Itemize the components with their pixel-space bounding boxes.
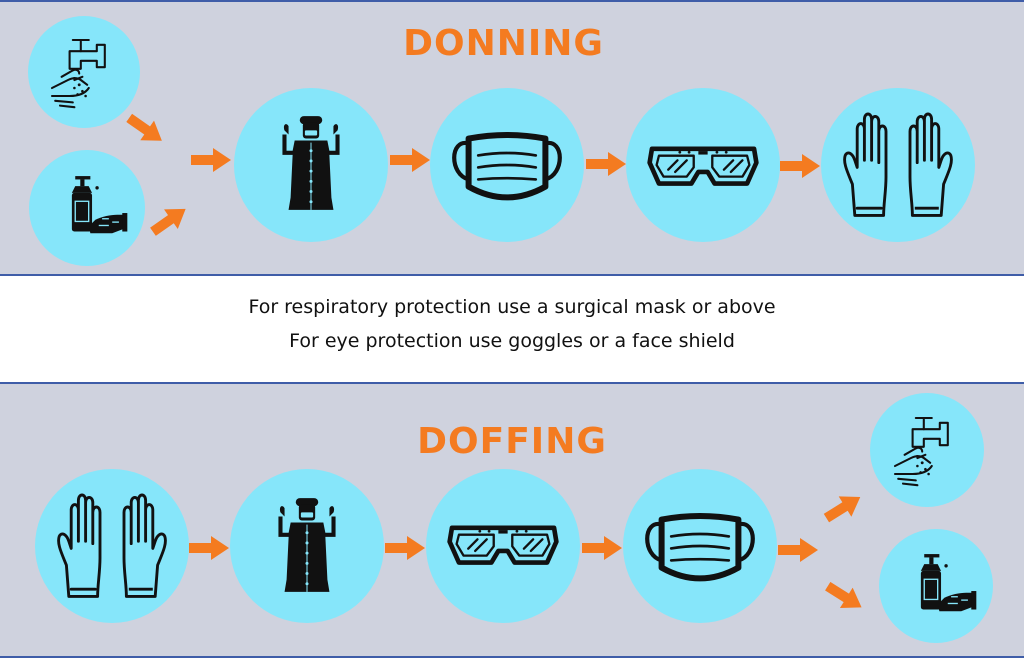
arrow-icon: [390, 148, 430, 172]
doffing-step-surgical-mask: [623, 469, 777, 623]
donning-step-gown: [234, 88, 388, 242]
eye-protection-note: For eye protection use goggles or a face…: [289, 330, 735, 352]
arrow-icon: [586, 152, 626, 176]
respiratory-note: For respiratory protection use a surgica…: [248, 296, 776, 318]
arrow-icon: [122, 108, 169, 151]
arrow-icon: [189, 536, 229, 560]
donning-step-surgical-mask: [430, 88, 584, 242]
donning-step-goggles: [626, 88, 780, 242]
arrow-icon: [820, 486, 867, 529]
doffing-step-goggles: [426, 469, 580, 623]
donning-step-hand-sanitizer: [29, 150, 145, 266]
arrow-icon: [778, 538, 818, 562]
arrow-icon: [191, 148, 231, 172]
donning-step-hand-washing: [28, 16, 140, 128]
arrow-icon: [385, 536, 425, 560]
arrow-icon: [582, 536, 622, 560]
donning-title: DONNING: [403, 23, 604, 64]
arrow-icon: [821, 576, 868, 618]
arrow-icon: [146, 199, 193, 242]
arrow-icon: [780, 154, 820, 178]
doffing-step-hand-washing: [870, 393, 984, 507]
donning-step-gloves: [821, 88, 975, 242]
note-panel: For respiratory protection use a surgica…: [0, 276, 1024, 382]
doffing-title: DOFFING: [417, 421, 607, 462]
doffing-step-hand-sanitizer: [879, 529, 993, 643]
doffing-step-gloves: [35, 469, 189, 623]
doffing-step-gown: [230, 469, 384, 623]
